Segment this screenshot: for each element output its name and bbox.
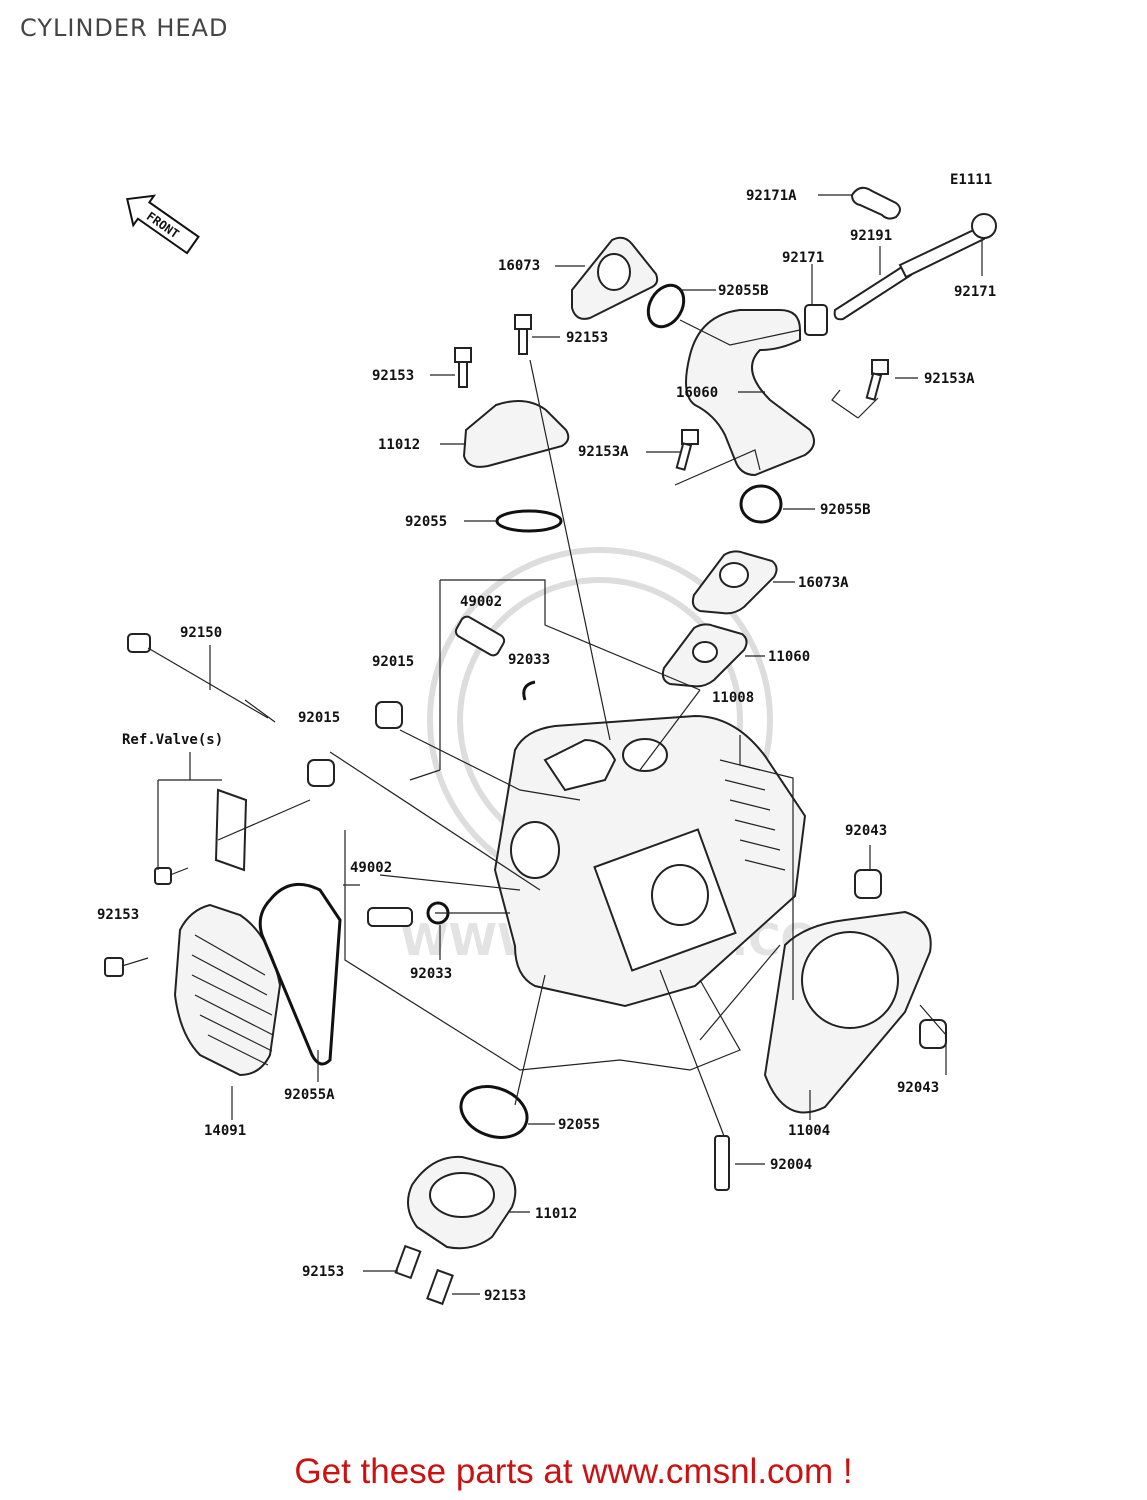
clip-92033-a bbox=[522, 680, 536, 701]
oring-92055B-a bbox=[646, 283, 686, 329]
part-label-16073A: 16073A bbox=[798, 575, 849, 591]
cap-11012-b bbox=[407, 1155, 517, 1250]
part-label-92153: 92153 bbox=[372, 368, 414, 384]
part-label-11008: 11008 bbox=[712, 690, 754, 706]
stud-92004 bbox=[714, 1135, 730, 1191]
part-label-92153A: 92153A bbox=[924, 371, 975, 387]
cover-14091 bbox=[104, 903, 282, 1077]
part-label-92055: 92055 bbox=[558, 1117, 600, 1133]
part-label-92015: 92015 bbox=[298, 710, 340, 726]
bolt-92153A-b bbox=[675, 429, 699, 471]
part-label-92153: 92153 bbox=[97, 907, 139, 923]
bolt-92153-e bbox=[426, 1268, 454, 1306]
part-label-92055B: 92055B bbox=[820, 502, 871, 518]
parts-diagram: WWW.CMSNL.COM FRONT E1111 bbox=[97, 172, 997, 1306]
cap-11012-a bbox=[462, 400, 570, 468]
flange-16073A bbox=[691, 550, 778, 615]
clamp-92171-a bbox=[804, 304, 828, 336]
dowel-92043-a bbox=[854, 869, 882, 899]
part-label-11060: 11060 bbox=[768, 649, 810, 665]
part-label-16073: 16073 bbox=[498, 258, 540, 274]
cylinder-head-11008 bbox=[493, 714, 807, 1008]
part-label-16060: 16060 bbox=[676, 385, 718, 401]
ref-valve-bracket bbox=[154, 788, 248, 885]
part-label-11012: 11012 bbox=[535, 1206, 577, 1222]
part-label-92153A: 92153A bbox=[578, 444, 629, 460]
part-label-92191: 92191 bbox=[850, 228, 892, 244]
head-gasket-11004 bbox=[763, 910, 932, 1114]
footer-link[interactable]: Get these parts at www.cmsnl.com ! bbox=[294, 1452, 853, 1491]
front-arrow-icon: FRONT bbox=[126, 194, 200, 255]
part-label-92153: 92153 bbox=[302, 1264, 344, 1280]
part-label-49002: 49002 bbox=[350, 860, 392, 876]
part-label-92171: 92171 bbox=[782, 250, 824, 266]
dowel-92043-b bbox=[919, 1019, 947, 1049]
part-label-92055A: 92055A bbox=[284, 1087, 335, 1103]
ref-valve-label: Ref.Valve(s) bbox=[122, 732, 223, 748]
page-title: CYLINDER HEAD bbox=[20, 14, 229, 42]
oring-92055-b bbox=[459, 1085, 529, 1139]
part-label-92033: 92033 bbox=[508, 652, 550, 668]
part-label-92043: 92043 bbox=[845, 823, 887, 839]
gasket-11060 bbox=[661, 623, 748, 688]
gasket-92055A bbox=[258, 882, 342, 1066]
part-label-92015: 92015 bbox=[372, 654, 414, 670]
part-label-92004: 92004 bbox=[770, 1157, 812, 1173]
flange-16073 bbox=[571, 236, 659, 320]
oring-92055-a bbox=[495, 509, 563, 533]
diagram-code: E1111 bbox=[950, 172, 992, 188]
dowel-92015-a bbox=[375, 701, 403, 729]
part-label-49002: 49002 bbox=[460, 594, 502, 610]
part-label-92171: 92171 bbox=[954, 284, 996, 300]
part-label-92055B: 92055B bbox=[718, 283, 769, 299]
part-label-92153: 92153 bbox=[484, 1288, 526, 1304]
clamp-92171A bbox=[850, 186, 901, 220]
part-label-92033: 92033 bbox=[410, 966, 452, 982]
part-label-14091: 14091 bbox=[204, 1123, 246, 1139]
part-label-11004: 11004 bbox=[788, 1123, 830, 1139]
part-label-11012: 11012 bbox=[378, 437, 420, 453]
lifter-49002-b bbox=[367, 907, 413, 927]
part-label-92153: 92153 bbox=[566, 330, 608, 346]
bolt-92153A-a bbox=[865, 359, 889, 401]
dowel-92015-b bbox=[307, 759, 335, 787]
part-label-92171A: 92171A bbox=[746, 188, 797, 204]
bolt-92153-a bbox=[514, 314, 532, 355]
clamp-92171-b bbox=[971, 213, 997, 239]
part-label-92043: 92043 bbox=[897, 1080, 939, 1096]
part-label-92055: 92055 bbox=[405, 514, 447, 530]
part-labels: 92171A 92191 92171 92171 16073 92055B 92… bbox=[97, 188, 996, 1304]
stud-92150 bbox=[127, 633, 276, 723]
bolt-92153-d bbox=[394, 1244, 422, 1280]
part-label-92150: 92150 bbox=[180, 625, 222, 641]
lifter-49002-a bbox=[454, 615, 506, 657]
leader-lines bbox=[157, 194, 983, 1295]
bolt-92153-b bbox=[454, 347, 472, 388]
oring-92055B-b bbox=[739, 484, 783, 524]
